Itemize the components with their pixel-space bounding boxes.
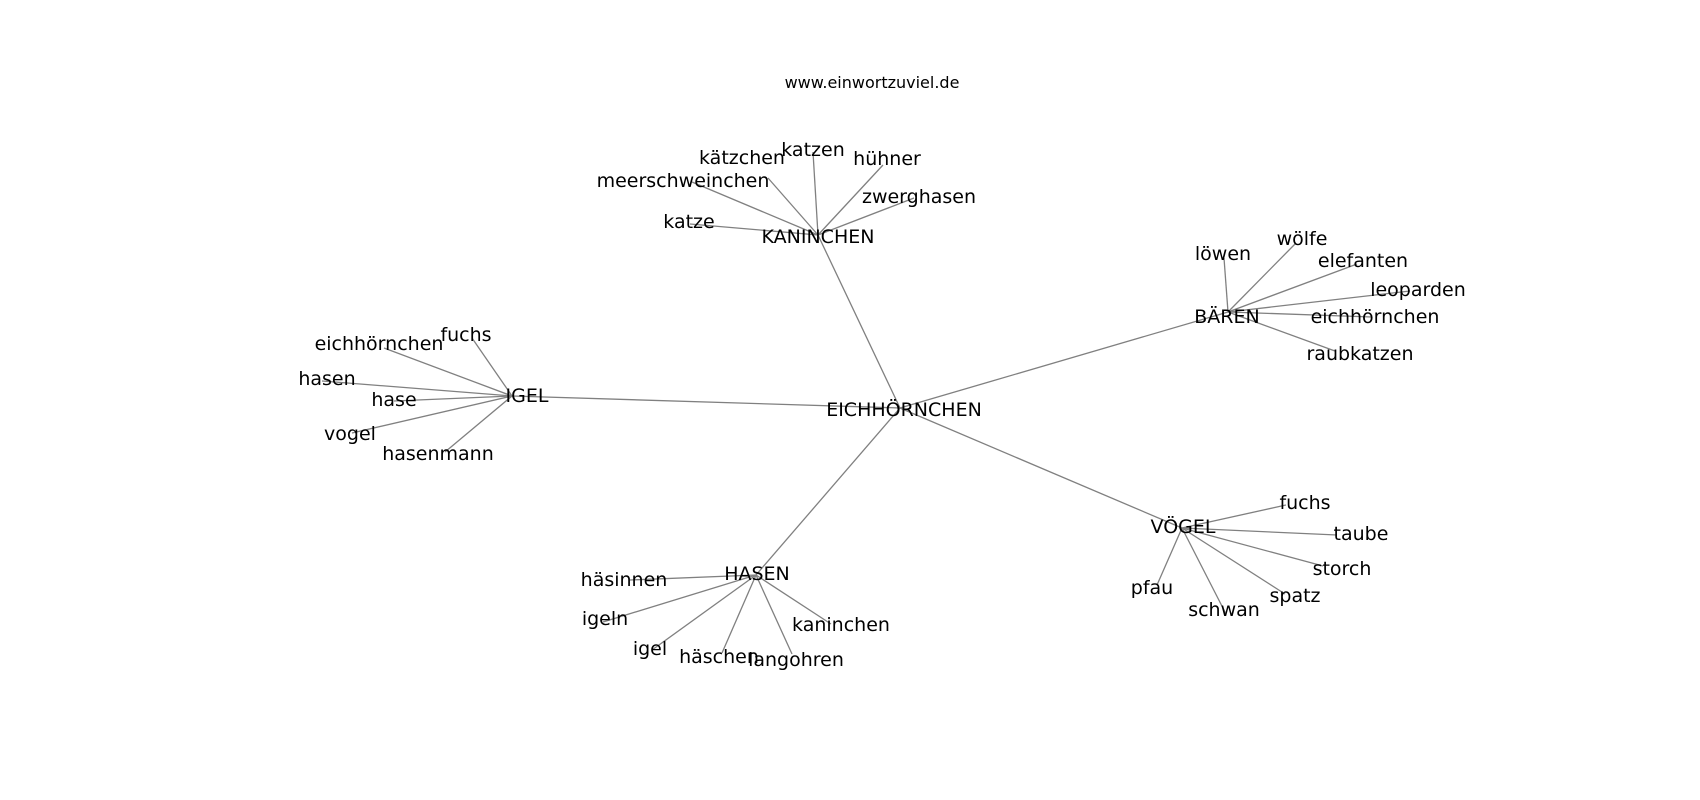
leaf-node-label: katze (663, 211, 714, 233)
leaf-node-label: leoparden (1370, 279, 1466, 301)
edge-hub-2-leaf-5 (444, 395, 513, 453)
hub-node-label: KANINCHEN (762, 226, 875, 248)
edge-root-to-hub-3 (755, 407, 901, 576)
leaf-node-label: kaninchen (792, 614, 890, 636)
edge-hub-1-leaf-1 (1227, 242, 1297, 313)
edge-hub-0-leaf-5 (689, 223, 819, 236)
leaf-node-label: langohren (748, 649, 844, 671)
leaf-node-label: katzen (781, 139, 844, 161)
edge-hub-4-leaf-4 (1181, 527, 1227, 615)
leaf-node-label: wölfe (1277, 228, 1328, 250)
site-url-title: www.einwortzuviel.de (785, 73, 960, 92)
edge-hub-2-leaf-0 (471, 337, 513, 397)
leaf-node-label: hase (371, 389, 416, 411)
edge-hub-4-leaf-2 (1181, 527, 1324, 567)
leaf-node-label: löwen (1195, 243, 1251, 265)
leaf-node-label: eichhörnchen (315, 333, 444, 355)
leaf-node-label: hasenmann (382, 443, 494, 465)
edge-root-to-hub-2 (511, 395, 901, 409)
leaf-node-label: häsinnen (581, 569, 668, 591)
edge-hub-4-leaf-0 (1181, 504, 1287, 529)
leaf-node-label: igeln (582, 608, 628, 630)
edge-hub-0-leaf-2 (817, 164, 884, 236)
leaf-node-label: schwan (1188, 599, 1260, 621)
edge-hub-0-leaf-3 (691, 181, 819, 236)
edge-root-to-hub-1 (899, 311, 1229, 409)
graph-edges (321, 151, 1411, 655)
edge-hub-1-leaf-3 (1227, 290, 1411, 313)
edge-hub-0-leaf-0 (767, 177, 819, 236)
edge-hub-3-leaf-2 (651, 574, 757, 651)
leaf-node-label: fuchs (1279, 492, 1330, 514)
edge-hub-3-leaf-5 (755, 574, 832, 625)
edge-hub-0-leaf-1 (812, 151, 819, 236)
leaf-node-label: eichhörnchen (1311, 306, 1440, 328)
leaf-node-label: taube (1334, 523, 1389, 545)
leaf-node-label: raubkatzen (1306, 343, 1413, 365)
edge-hub-2-leaf-2 (321, 380, 513, 397)
edge-root-to-hub-4 (899, 407, 1183, 529)
leaf-node-label: zwerghasen (862, 186, 976, 208)
leaf-node-label: vogel (324, 423, 376, 445)
leaf-node-label: fuchs (440, 324, 491, 346)
edge-hub-3-leaf-1 (602, 574, 757, 623)
leaf-node-label: igel (633, 638, 667, 660)
edge-hub-3-leaf-0 (629, 574, 757, 581)
leaf-node-label: spatz (1269, 585, 1320, 607)
edge-hub-2-leaf-4 (351, 395, 513, 434)
edge-hub-1-leaf-2 (1227, 263, 1358, 313)
edge-hub-4-leaf-3 (1181, 527, 1286, 595)
edge-hub-2-leaf-1 (383, 347, 513, 397)
leaf-node-label: storch (1313, 558, 1372, 580)
edge-hub-1-leaf-0 (1223, 257, 1229, 313)
leaf-node-label: hühner (853, 148, 921, 170)
leaf-node-label: kätzchen (699, 147, 785, 169)
leaf-node-label: häschen (679, 646, 759, 668)
hub-node-label: IGEL (506, 385, 549, 407)
edge-hub-4-leaf-5 (1156, 527, 1183, 586)
edge-hub-1-leaf-4 (1227, 311, 1373, 318)
edge-root-to-hub-0 (817, 234, 901, 409)
root-node-label: EICHHÖRNCHEN (826, 398, 982, 421)
edge-hub-0-leaf-4 (817, 197, 915, 236)
edge-hub-3-leaf-3 (721, 574, 757, 654)
leaf-node-label: hasen (298, 368, 355, 390)
hub-node-label: VÖGEL (1151, 515, 1216, 538)
edge-hub-1-leaf-5 (1227, 311, 1336, 352)
leaf-node-label: meerschweinchen (597, 170, 770, 192)
hub-node-label: HASEN (724, 563, 790, 585)
leaf-node-label: elefanten (1318, 250, 1408, 272)
edge-hub-2-leaf-3 (393, 395, 513, 402)
edge-hub-3-leaf-4 (755, 574, 793, 655)
hub-node-label: BÄREN (1194, 305, 1259, 328)
edge-hub-4-leaf-1 (1181, 527, 1338, 536)
leaf-node-label: pfau (1131, 577, 1173, 599)
